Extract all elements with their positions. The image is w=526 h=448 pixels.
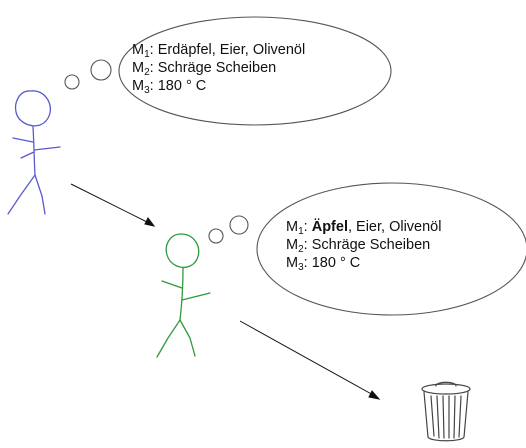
thought-dot-large-1 (90, 59, 112, 81)
thought-cloud-2 (256, 182, 526, 316)
thought-1-item-1: Erdäpfel, Eier, Olivenöl (157, 42, 306, 58)
thought-1-item-2: Schräge Scheiben (157, 60, 277, 76)
figure-2-body (179, 267, 184, 321)
thought-2-item-1: , Eier, Olivenöl (347, 219, 442, 235)
figure-2-leg-left (156, 319, 181, 358)
thought-2-label-2: M (286, 237, 299, 253)
thought-1-line-1: M1: Erdäpfel, Eier, Olivenöl (132, 42, 306, 60)
arrow-1 (70, 183, 156, 227)
thought-1-item-3: 180 ° C (157, 78, 207, 94)
thought-2-line-3: M3: 180 ° C (286, 255, 361, 273)
thought-dot-small-2 (208, 228, 224, 244)
arrow-2 (239, 320, 381, 400)
trash-can-lid (421, 383, 471, 395)
thought-dot-large-2 (229, 215, 249, 235)
figure-1-arm-right (33, 146, 61, 151)
trash-can-icon (421, 381, 471, 442)
thought-1-label-3: M (132, 78, 145, 94)
thought-2-item-3: 180 ° C (311, 255, 361, 271)
thought-cloud-1 (118, 16, 392, 126)
thought-bubble-2 (208, 182, 526, 316)
thought-1-subscript-1: 1 (144, 49, 150, 60)
trash-can-body (423, 391, 469, 442)
thought-1-line-2: M2: Schräge Scheiben (132, 60, 277, 78)
thought-2-line-1: M1: Äpfel, Eier, Olivenöl (286, 219, 442, 237)
thought-2-subscript-3: 3 (298, 262, 304, 273)
thought-text-1: M1: Erdäpfel, Eier, Olivenöl M2: Schräge… (132, 41, 306, 96)
thought-1-label-1: M (132, 42, 145, 58)
thought-2-item-1-bold: Äpfel (311, 219, 348, 235)
figure-1-head (14, 90, 51, 127)
figure-1-leg-right (34, 174, 46, 215)
figure-2-arm-right (181, 292, 211, 301)
figure-2-leg-right (179, 319, 196, 357)
thought-dot-small-1 (64, 74, 80, 90)
thought-1-label-2: M (132, 60, 145, 76)
thought-1-subscript-2: 2 (144, 67, 150, 78)
thought-bubble-1 (64, 16, 392, 126)
figure-2-head (165, 233, 200, 269)
thought-2-subscript-2: 2 (298, 244, 304, 255)
stick-figure-1-icon (7, 90, 61, 215)
thought-1-subscript-3: 3 (144, 85, 150, 96)
thought-2-label-1: M (286, 219, 299, 235)
thought-1-line-3: M3: 180 ° C (132, 78, 207, 96)
stick-figure-2-icon (156, 233, 211, 358)
thought-2-subscript-1: 1 (298, 226, 304, 237)
thought-2-label-3: M (286, 255, 299, 271)
figure-1-arm-left-2 (20, 151, 35, 159)
figure-1-body (32, 126, 36, 176)
figure-2-arm-left (161, 280, 183, 289)
thought-2-line-2: M2: Schräge Scheiben (286, 237, 431, 255)
figure-1-arm-left (12, 137, 34, 143)
thought-text-2: M1: Äpfel, Eier, Olivenöl M2: Schräge Sc… (286, 218, 442, 273)
figure-1-leg-left (7, 174, 36, 215)
thought-2-item-2: Schräge Scheiben (311, 237, 431, 253)
